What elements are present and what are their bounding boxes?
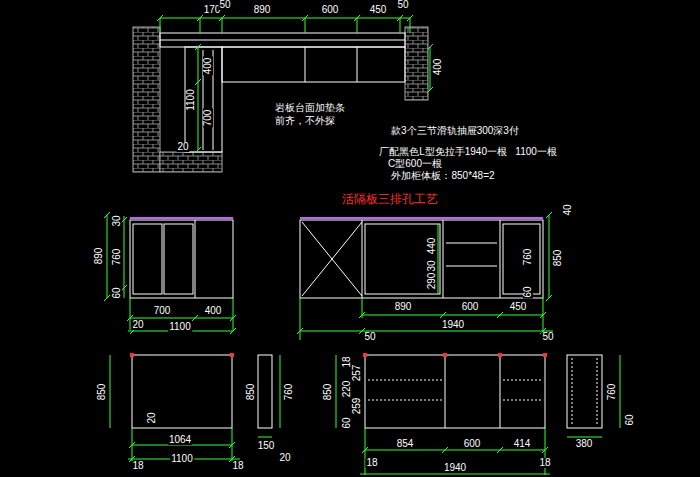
note-text: 外加柜体板：850*48=2 — [390, 171, 495, 181]
dimension-label: 700 — [153, 306, 172, 316]
dimension-label: 850 — [323, 383, 333, 402]
dimension-label: 259 — [352, 397, 362, 416]
dimension-label: 18 — [365, 458, 378, 468]
dimension-label: 400 — [433, 58, 443, 77]
dimension-label: 1064 — [168, 435, 192, 445]
dimension-label: 60 — [625, 413, 635, 426]
dimension-label: 850 — [246, 383, 256, 402]
dimension-label: 380 — [575, 439, 594, 449]
dimension-label: 450 — [369, 5, 388, 15]
dimension-label: 1100 — [186, 88, 196, 112]
note-text: 款3个三节滑轨抽屉300深3付 — [390, 126, 520, 136]
dimension-label: 18 — [231, 461, 244, 471]
dimension-label: 20 — [147, 411, 157, 424]
dimension-label: 18 — [131, 461, 144, 471]
dimension-label: 30 — [112, 214, 122, 227]
note-text: 厂配黑色L型免拉手1940一根 1100一根 — [378, 147, 558, 157]
dimension-label: 600 — [463, 439, 482, 449]
dimension-label: 600 — [461, 302, 480, 312]
dimension-label: 220 — [342, 380, 352, 399]
panel-right — [336, 353, 620, 475]
dimension-label: 50 — [363, 332, 376, 342]
dimension-label: 890 — [94, 247, 104, 266]
dimension-label: 18 — [342, 355, 352, 368]
dimension-label: 1940 — [441, 320, 465, 330]
dimension-label: 760 — [112, 248, 122, 267]
dimension-label: 600 — [321, 5, 340, 15]
note-text: 前齐，不外探 — [274, 116, 336, 126]
dimension-label: 60 — [342, 416, 352, 429]
dimension-label: 60 — [112, 286, 122, 299]
dimension-label: 20 — [131, 320, 144, 330]
dimension-label: 760 — [284, 383, 294, 402]
dimension-label: 20 — [176, 142, 189, 152]
dimension-label: 1940 — [443, 463, 467, 473]
dimension-label: 257 — [352, 364, 362, 383]
dimension-label: 414 — [513, 439, 532, 449]
note-text: 活隔板三排孔工艺 — [341, 193, 439, 205]
dimension-label: 400 — [203, 57, 213, 76]
note-text: C型600一根 — [387, 159, 443, 169]
elevation-right — [297, 212, 553, 340]
dimension-label: 50 — [541, 332, 554, 342]
dimension-label: 1100 — [168, 322, 192, 332]
dimension-label: 30 — [427, 259, 437, 272]
dimension-label: 150 — [257, 441, 276, 451]
dimension-label: 400 — [204, 306, 223, 316]
elevation-left — [104, 212, 236, 334]
dimension-label: 850 — [553, 249, 563, 268]
dimension-label: 20 — [278, 453, 291, 463]
dimension-label: 60 — [523, 285, 533, 298]
dimension-label: 700 — [203, 109, 213, 128]
dimension-label: 1100 — [170, 454, 194, 464]
dimension-label: 850 — [97, 383, 107, 402]
dimension-label: 760 — [523, 248, 533, 267]
dimension-label: 890 — [394, 302, 413, 312]
dimension-label: 450 — [509, 302, 528, 312]
dimension-label: 290 — [427, 272, 437, 291]
dimension-label: 440 — [427, 237, 437, 256]
dimension-label: 854 — [396, 439, 415, 449]
dimension-label: 50 — [218, 0, 231, 10]
note-text: 岩板台面加垫条 — [274, 103, 346, 113]
dimension-label: 50 — [396, 0, 409, 10]
dimension-label: 760 — [607, 383, 617, 402]
dimension-label: 18 — [538, 458, 551, 468]
dimension-label: 890 — [253, 5, 272, 15]
dimension-label: 40 — [563, 203, 573, 216]
panel-left — [110, 353, 280, 462]
